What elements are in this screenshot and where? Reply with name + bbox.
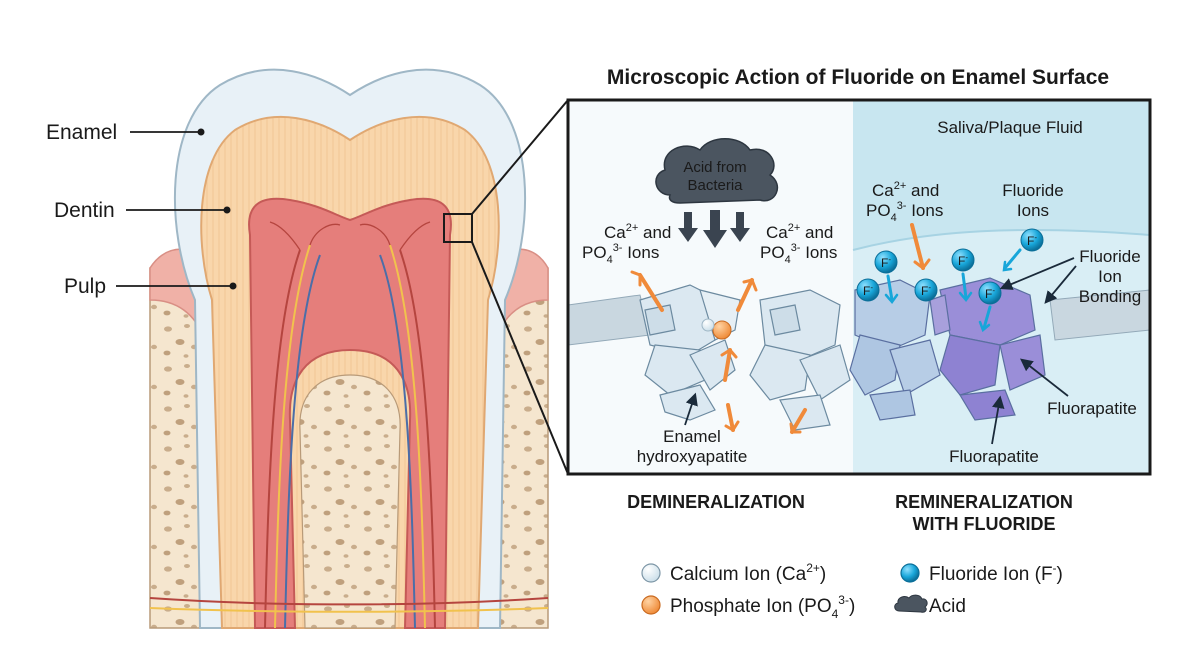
legend-phosphate: Phosphate Ion (PO43-) — [641, 593, 855, 621]
acid-cloud-icon — [894, 594, 928, 613]
dot-dentin — [223, 206, 231, 214]
legend: Calcium Ion (Ca2+) Phosphate Ion (PO43-)… — [641, 561, 1063, 621]
panel-title: Microscopic Action of Fluoride on Enamel… — [607, 66, 1109, 89]
svg-text:PO43- Ions: PO43- Ions — [866, 200, 943, 224]
calcium-ion-swatch — [641, 563, 661, 583]
svg-text:F-: F- — [1027, 233, 1037, 248]
fluorapatite-label-bottom: Fluorapatite — [949, 447, 1039, 466]
svg-text:PO43- Ions: PO43- Ions — [582, 242, 659, 266]
legend-fluoride: Fluoride Ion (F-) — [900, 561, 1063, 585]
phosphate-ion-swatch — [641, 595, 661, 615]
ions-label-left: Ca2+ and PO43- Ions — [582, 222, 671, 266]
svg-text:PO43- Ions: PO43- Ions — [760, 242, 837, 266]
saliva-wave-line — [852, 229, 1150, 251]
dot-pulp — [229, 282, 237, 290]
svg-text:F-: F- — [863, 283, 873, 298]
fluoride-ions-label-line1: Fluoride — [1002, 181, 1063, 200]
dissolution-arrows — [630, 223, 931, 434]
svg-text:Ca2+ and: Ca2+ and — [766, 222, 833, 242]
svg-text:Ca2+ and: Ca2+ and — [872, 180, 939, 200]
label-pulp: Pulp — [64, 275, 106, 298]
enamel-hydroxyapatite-line1: Enamel — [663, 427, 721, 446]
fluoride-ion-swatch — [900, 563, 920, 583]
svg-text:F-: F- — [921, 283, 931, 298]
zoom-line-bottom — [471, 241, 569, 475]
enamel-surface-right — [1049, 289, 1150, 341]
root-dentin-core — [299, 374, 401, 629]
legend-calcium: Calcium Ion (Ca2+) — [641, 561, 826, 585]
svg-text:Phosphate Ion (PO43-): Phosphate Ion (PO43-) — [670, 593, 855, 621]
heading-demineralization: DEMINERALIZATION — [627, 492, 805, 512]
fluoride-ion: F- — [914, 278, 938, 302]
label-dentin: Dentin — [54, 199, 115, 222]
heading-remineralization-line1: REMINERALIZATION — [895, 492, 1073, 512]
ions-label-center: Ca2+ and PO43- Ions — [760, 222, 837, 266]
fluoride-bonding-label-line2: Ion — [1098, 267, 1122, 286]
acid-arrows — [678, 210, 750, 248]
saliva-fluid-surface — [853, 100, 1150, 250]
microscopic-panel: Saliva/Plaque Fluid Acid from Bacteria C… — [566, 98, 1152, 476]
fluoride-ions-label-line2: Ions — [1017, 201, 1049, 220]
fluoride-arrows — [884, 248, 1022, 333]
nerves-and-vessels — [149, 221, 549, 629]
tooth-illustration — [149, 68, 569, 629]
fluoride-bonding-label-line1: Fluoride — [1079, 247, 1140, 266]
legend-acid: Acid — [894, 594, 966, 617]
dot-enamel — [197, 128, 205, 136]
fluoride-bonding-label-line3: Bonding — [1079, 287, 1141, 306]
ions-label-right: Ca2+ and PO43- Ions — [866, 180, 943, 224]
fluorapatite-pointer-right — [1020, 358, 1069, 397]
fluoride-ion: F- — [978, 281, 1002, 305]
enamel-hydroxyapatite-line2: hydroxyapatite — [637, 447, 748, 466]
phosphate-ion-dissolving — [712, 320, 732, 340]
saliva-label: Saliva/Plaque Fluid — [937, 118, 1083, 137]
zoom-line-top — [471, 99, 569, 215]
crystals-demineralized-center — [749, 289, 851, 431]
zoom-region-box — [443, 213, 473, 243]
fluoride-ions: F- F- F- F- F- F- — [856, 228, 1044, 305]
pulp — [248, 197, 452, 629]
fluorapatite-label-right: Fluorapatite — [1047, 399, 1137, 418]
svg-text:F-: F- — [985, 286, 995, 301]
fluoride-ion: F- — [874, 250, 898, 274]
calcium-ion-dissolving — [701, 318, 715, 332]
svg-text:F-: F- — [958, 253, 968, 268]
hydroxyapatite-pointer — [684, 392, 698, 426]
crystals-demineralized-left — [639, 284, 741, 421]
acid-label-line2: Bacteria — [687, 177, 743, 194]
svg-text:Calcium Ion (Ca2+): Calcium Ion (Ca2+) — [670, 561, 826, 585]
panel-border — [566, 98, 1152, 476]
acid-label-line1: Acid from — [683, 159, 746, 176]
svg-text:Ca2+ and: Ca2+ and — [604, 222, 671, 242]
fluorapatite-pointer-bottom — [991, 395, 1005, 445]
heading-remineralization-line2: WITH FLUORIDE — [913, 514, 1056, 534]
fluoride-ion: F- — [951, 248, 975, 272]
fluoride-ion: F- — [856, 278, 880, 302]
fluoride-bonding-pointers — [999, 257, 1077, 304]
legend-acid-label: Acid — [929, 596, 966, 617]
tooth-labels: Enamel Dentin Pulp — [46, 121, 237, 298]
fluoride-ion: F- — [1020, 228, 1044, 252]
svg-text:F-: F- — [881, 255, 891, 270]
label-enamel: Enamel — [46, 121, 117, 144]
acid-cloud: Acid from Bacteria — [655, 138, 779, 204]
svg-text:Fluoride Ion (F-): Fluoride Ion (F-) — [929, 561, 1063, 585]
